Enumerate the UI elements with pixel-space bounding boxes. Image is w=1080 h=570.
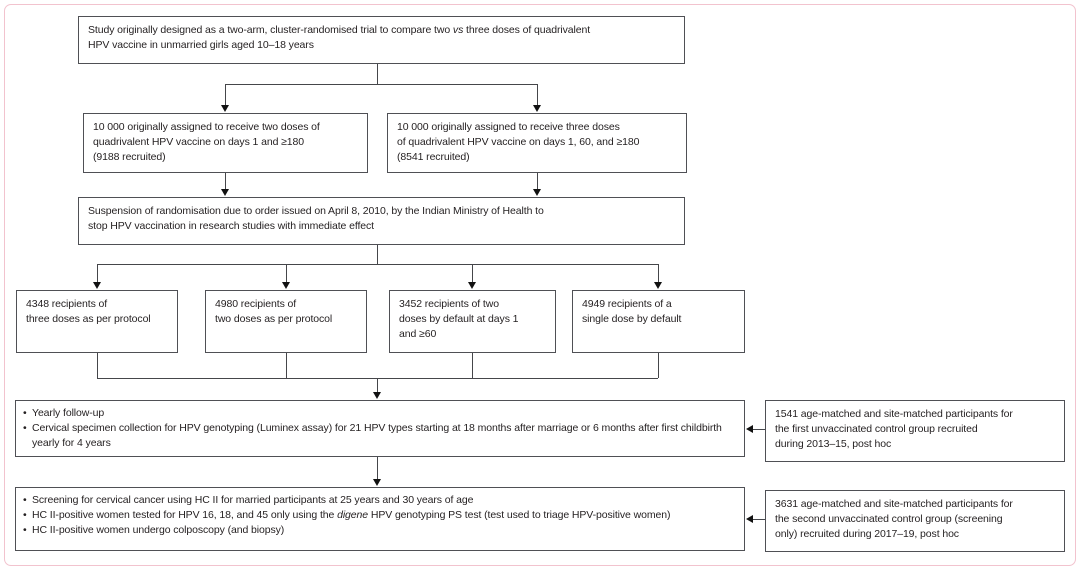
box-line: (8541 recruited) <box>397 151 470 163</box>
bullet-item: • Cervical specimen collection for HPV g… <box>23 421 735 451</box>
connector-group2-down <box>286 264 287 282</box>
box-line: and ≥60 <box>399 328 437 340</box>
arrowhead-left-icon <box>746 514 753 523</box>
arrowhead-down-icon <box>653 282 662 289</box>
box-line: three doses as per protocol <box>26 313 151 325</box>
box-line: during 2013–15, post hoc <box>775 438 892 450</box>
box-line: only) recruited during 2017–19, post hoc <box>775 528 959 540</box>
bullet-marker: • <box>23 524 27 536</box>
box-line: 4949 recipients of a <box>582 298 672 310</box>
box-line: Study originally designed as a two-arm, … <box>88 24 591 36</box>
arrowhead-down-icon <box>220 105 229 112</box>
suspension-box: Suspension of randomisation due to order… <box>78 197 685 245</box>
box-line: 3631 age-matched and site-matched partic… <box>775 498 1013 510</box>
connector-group3-down <box>472 264 473 282</box>
arrowhead-down-icon <box>532 105 541 112</box>
study-design-box: Study originally designed as a two-arm, … <box>78 16 685 64</box>
connector-group4-merge <box>658 353 659 378</box>
bullet-item: • HC II-positive women tested for HPV 16… <box>23 508 735 523</box>
box-line: (9188 recruited) <box>93 151 166 163</box>
connector-group1-merge <box>97 353 98 378</box>
bullet-text: Cervical specimen collection for HPV gen… <box>32 422 722 449</box>
box-line: 10 000 originally assigned to receive th… <box>397 121 620 133</box>
box-line: the first unvaccinated control group rec… <box>775 423 978 435</box>
two-dose-arm-box: 10 000 originally assigned to receive tw… <box>83 113 368 173</box>
connector-arm-right <box>537 84 538 105</box>
arrowhead-down-icon <box>220 189 229 196</box>
box-line: stop HPV vaccination in research studies… <box>88 220 374 232</box>
connector-followup-screening <box>377 457 378 479</box>
arrowhead-left-icon <box>746 424 753 433</box>
arrowhead-down-icon <box>92 282 101 289</box>
box-line: 1541 age-matched and site-matched partic… <box>775 408 1013 420</box>
connector-group1-down <box>97 264 98 282</box>
connector-first-control <box>753 429 765 430</box>
box-line: 10 000 originally assigned to receive tw… <box>93 121 320 133</box>
bullet-text: HC II-positive women tested for HPV 16, … <box>32 509 671 521</box>
two-dose-default-box: 3452 recipients of two doses by default … <box>389 290 556 353</box>
bullet-item: • Yearly follow-up <box>23 406 735 421</box>
box-line: the second unvaccinated control group (s… <box>775 513 1003 525</box>
arrowhead-down-icon <box>372 392 381 399</box>
connector-left-arm-down <box>225 173 226 189</box>
arrowhead-down-icon <box>372 479 381 486</box>
bullet-marker: • <box>23 494 27 506</box>
second-control-group-box: 3631 age-matched and site-matched partic… <box>765 490 1065 552</box>
bullet-marker: • <box>23 407 27 419</box>
bullet-item: • HC II-positive women undergo colposcop… <box>23 523 735 538</box>
two-dose-protocol-box: 4980 recipients of two doses as per prot… <box>205 290 367 353</box>
first-control-group-box: 1541 age-matched and site-matched partic… <box>765 400 1065 462</box>
single-dose-default-box: 4949 recipients of a single dose by defa… <box>572 290 745 353</box>
bullet-text: HC II-positive women undergo colposcopy … <box>32 524 285 536</box>
box-line: two doses as per protocol <box>215 313 333 325</box>
bullet-item: • Screening for cervical cancer using HC… <box>23 493 735 508</box>
connector-design-stem <box>377 64 378 84</box>
connector-group3-merge <box>472 353 473 378</box>
box-line: Suspension of randomisation due to order… <box>88 205 544 217</box>
arrowhead-down-icon <box>467 282 476 289</box>
arrowhead-down-icon <box>281 282 290 289</box>
box-line: of quadrivalent HPV vaccine on days 1, 6… <box>397 136 640 148</box>
screening-box: • Screening for cervical cancer using HC… <box>15 487 745 551</box>
bullet-marker: • <box>23 509 27 521</box>
bullet-marker: • <box>23 422 27 434</box>
figure-border <box>4 4 1076 566</box>
connector-group2-merge <box>286 353 287 378</box>
connector-suspension-stem <box>377 245 378 264</box>
connector-arm-left <box>225 84 226 105</box>
box-line: 4348 recipients of <box>26 298 108 310</box>
follow-up-box: • Yearly follow-up • Cervical specimen c… <box>15 400 745 457</box>
box-line: doses by default at days 1 <box>399 313 519 325</box>
connector-four-way-split <box>97 264 658 265</box>
bullet-text: Screening for cervical cancer using HC I… <box>32 494 474 506</box>
connector-group4-down <box>658 264 659 282</box>
connector-second-control <box>753 519 765 520</box>
box-line: quadrivalent HPV vaccine on days 1 and ≥… <box>93 136 305 148</box>
connector-merge-stem <box>377 378 378 392</box>
box-line: 4980 recipients of <box>215 298 297 310</box>
box-line: 3452 recipients of two <box>399 298 499 310</box>
bullet-text: Yearly follow-up <box>32 407 105 419</box>
box-line: HPV vaccine in unmarried girls aged 10–1… <box>88 39 314 51</box>
connector-design-split <box>225 84 538 85</box>
three-dose-protocol-box: 4348 recipients of three doses as per pr… <box>16 290 178 353</box>
arrowhead-down-icon <box>532 189 541 196</box>
box-line: single dose by default <box>582 313 682 325</box>
three-dose-arm-box: 10 000 originally assigned to receive th… <box>387 113 687 173</box>
connector-right-arm-down <box>537 173 538 189</box>
